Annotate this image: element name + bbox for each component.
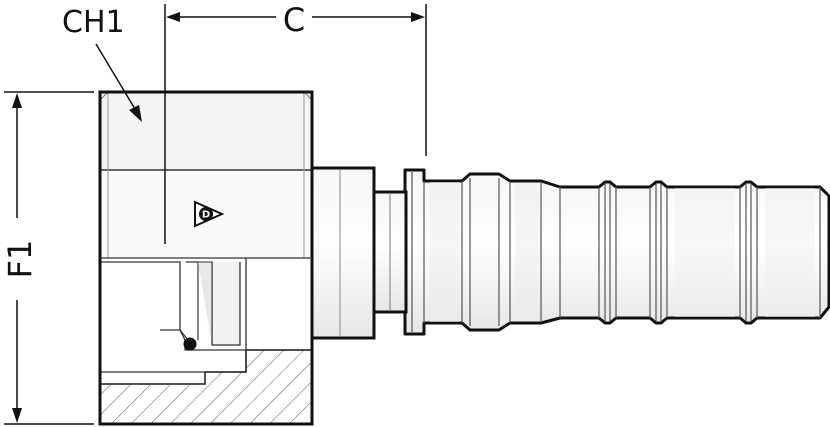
hex-nut [98,90,314,426]
neck-collar [372,190,408,314]
dimension-lines [4,4,427,425]
svg-text:D: D [202,210,210,221]
c-label: C [283,1,305,39]
dunlop-logo-icon: D [194,200,225,228]
o-ring [183,337,197,351]
hose-tail [403,168,830,336]
f1-label: F1 [1,240,39,279]
ch1-label: CH1 [62,5,125,40]
nipple-body [310,166,376,340]
